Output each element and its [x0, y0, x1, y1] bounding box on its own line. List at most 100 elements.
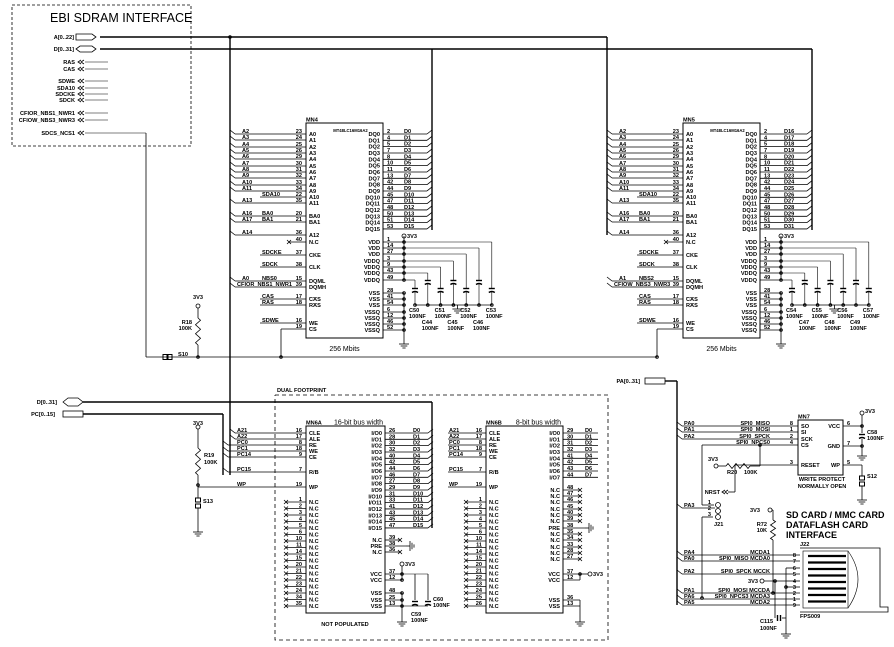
net-label: A16 [619, 211, 629, 217]
pin-number: 7 [764, 148, 767, 154]
pin-number: 7 [387, 148, 390, 154]
power-label: 3V3 [784, 234, 794, 240]
pin-name: DQ7 [745, 176, 757, 182]
pin-number: 17 [476, 434, 482, 440]
pin-name: DQ12 [365, 208, 380, 214]
pin-name: N.C [372, 550, 382, 556]
bus-entry [806, 199, 813, 204]
net-label: D15 [413, 523, 423, 529]
net-label: A22 [449, 434, 459, 440]
pin-number: 36 [296, 230, 302, 236]
no-connect-icon [577, 487, 583, 493]
pin-name: N.C [309, 507, 319, 513]
pin-number: 40 [389, 453, 395, 459]
pin-number: 35 [296, 198, 302, 204]
bus-entry [606, 282, 613, 288]
pin-name: A5 [686, 164, 693, 170]
jumper-label: S10 [178, 352, 188, 358]
pin-name: A1 [309, 138, 316, 144]
net-label: A7 [619, 161, 626, 167]
pin-name: RAS [686, 303, 698, 309]
pin-number: 26 [673, 148, 679, 154]
pin-number: 33 [567, 542, 573, 548]
bidir-port-icon [75, 45, 97, 53]
bus-entry [229, 142, 236, 148]
pin-name: N.C [309, 598, 319, 604]
no-connect-icon [463, 558, 469, 563]
bus-entry [427, 435, 434, 440]
pin-number: 7 [299, 467, 302, 473]
capacitor-icon [462, 290, 470, 294]
port-chevron-icon [77, 66, 82, 72]
no-connect-icon [283, 603, 289, 609]
pin-name: WE [489, 449, 498, 455]
pin-number: 27 [567, 554, 573, 560]
pin-name: A4 [686, 157, 694, 163]
pin-name: CLK [686, 265, 698, 271]
ebi-signal-label: SDWE [58, 79, 75, 85]
pin-number: 35 [673, 198, 679, 204]
pin-name: N.C [372, 538, 382, 544]
cap-ref: C58 [867, 430, 877, 436]
cap-ref: C45 [447, 320, 457, 326]
pin-name: I/O11 [369, 501, 382, 507]
net-label: A5 [619, 148, 626, 154]
pin-number: 39 [673, 282, 679, 288]
bus-entry [222, 452, 229, 458]
not-populated-label: NOT POPULATED [321, 622, 368, 628]
pin-number: 44 [389, 466, 396, 472]
port-chevron-icon [77, 130, 82, 136]
net-label: A9 [619, 173, 626, 179]
pin-number: 6 [793, 566, 796, 572]
pin-name: SI [801, 430, 807, 436]
pin-number: 24 [296, 135, 303, 141]
pin-number: 41 [567, 453, 573, 459]
no-connect-icon [283, 584, 289, 589]
pin-name: N.C [489, 552, 499, 558]
bus-entry [229, 161, 236, 167]
no-connect-icon [463, 571, 469, 576]
no-connect-icon [283, 512, 289, 518]
pin-name: VSSQ [364, 310, 380, 316]
pin-number: 47 [764, 199, 770, 205]
pin-number: 4 [764, 135, 768, 141]
ebi-signal-label: SDA10 [57, 86, 75, 92]
pin-name: VCC [548, 572, 560, 578]
resistor-icon [769, 519, 777, 541]
pin-number: 37 [296, 250, 302, 256]
cap-value: 100NF [867, 436, 884, 442]
bus-entry [426, 218, 433, 223]
net-label: D12 [413, 504, 423, 510]
chip-body [797, 419, 844, 476]
pin-name: VSSQ [364, 316, 380, 322]
port-chevron-icon [77, 110, 82, 116]
capacitor-icon [411, 603, 419, 607]
bus-entry [426, 205, 433, 211]
pin-name: DQ8 [745, 183, 757, 189]
cap-value: 100NF [411, 618, 428, 624]
pin-name: I/O4 [371, 456, 382, 462]
capacitor-icon [437, 290, 444, 294]
switch-label: S12 [867, 474, 877, 480]
bus-entry [229, 173, 236, 179]
no-connect-icon [283, 519, 289, 524]
dual-footprint-frame [274, 394, 609, 641]
cap-ref: C51 [435, 308, 445, 314]
pin-name: VSSQ [364, 322, 380, 328]
junction-dot [279, 355, 283, 359]
pin-name: DQ13 [365, 214, 380, 220]
no-connect-icon [283, 571, 289, 576]
pin-number: 4 [299, 517, 303, 523]
pin-number: 32 [673, 173, 679, 179]
bus-entry [426, 142, 433, 147]
pin-name: A3 [686, 151, 693, 157]
pin-number: 34 [296, 186, 303, 192]
pin-number: 51 [764, 218, 770, 224]
pin-number: 8 [793, 553, 796, 559]
pin-number: 2 [790, 434, 793, 440]
pin-name: N.C [489, 559, 499, 565]
pin-name: N.C [489, 539, 499, 545]
pin-name: I/O2 [549, 444, 560, 450]
pin-name: VSS [746, 297, 757, 303]
pin-number: 20 [476, 562, 482, 568]
